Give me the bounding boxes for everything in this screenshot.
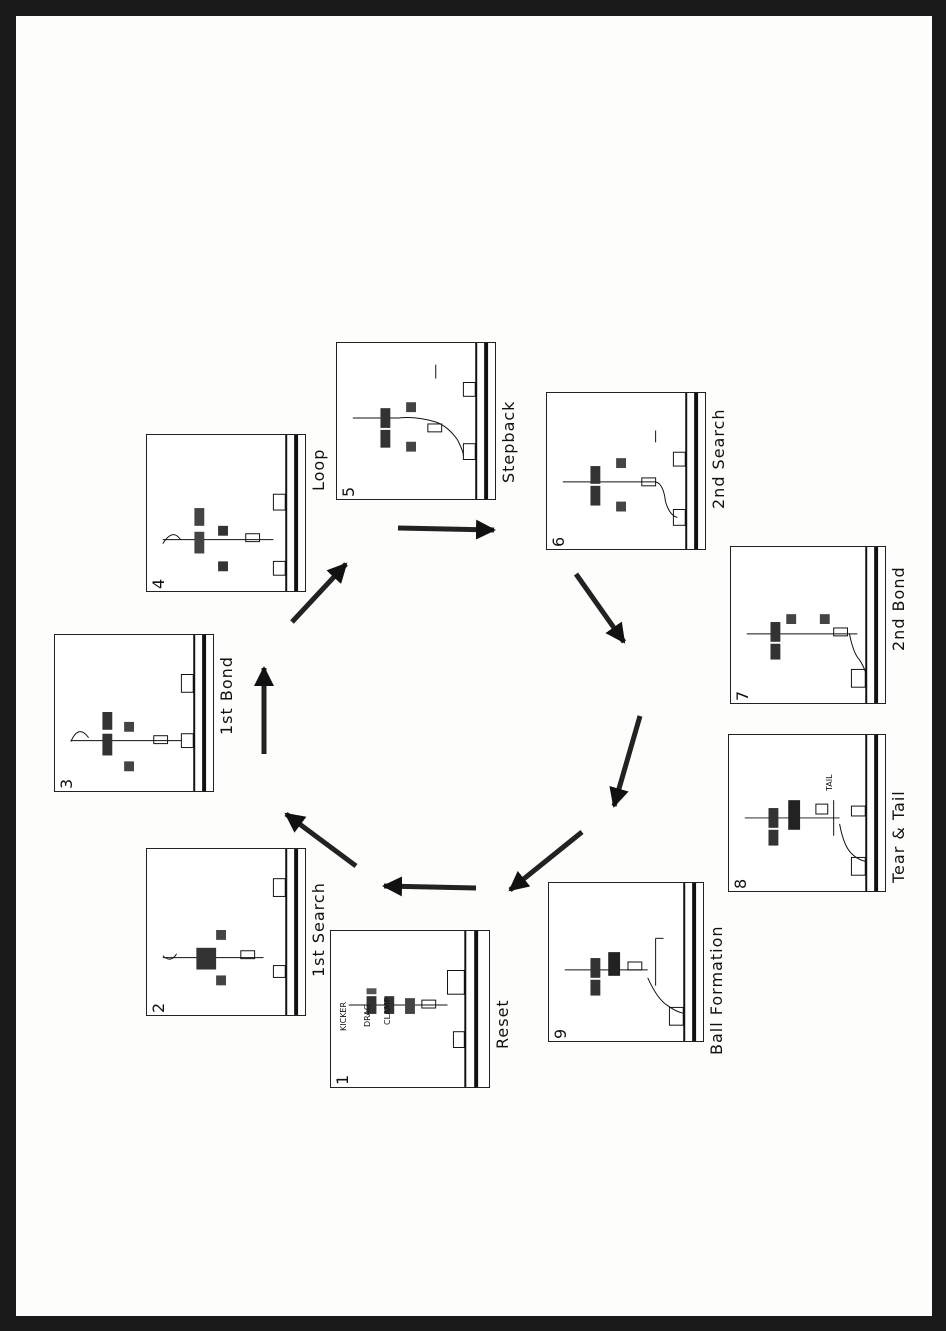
arrows-layer <box>254 519 643 897</box>
panel-2-1st-search: 2 1st Search <box>146 848 328 1016</box>
arrow-1-to-2 <box>382 876 477 897</box>
panel-2-drawing <box>162 849 299 1015</box>
arrow-8-to-9 <box>508 830 584 892</box>
panel-5-stepback: 5 Stepback <box>336 342 518 500</box>
panel-5-drawing <box>352 343 489 499</box>
panel-4-drawing <box>162 435 299 591</box>
panel-9-ball-formation: 9 Ball Formation <box>548 882 726 1055</box>
arrow-7-to-8 <box>609 715 643 808</box>
arrow-6-to-7 <box>573 572 627 644</box>
diagram-page: 1 KICKER DRAG CLAMP Reset 2 1st Search <box>16 16 932 1316</box>
panel-6-2nd-search: 6 2nd Search <box>546 392 728 550</box>
panel-8-drawing <box>744 735 879 891</box>
panel-1-drawing <box>348 931 479 1087</box>
arrow-4-to-5 <box>290 562 348 624</box>
panel-3-drawing <box>70 635 207 791</box>
panel-9-drawing <box>564 883 697 1041</box>
panel-7-drawing <box>746 547 879 703</box>
arrow-5-to-6 <box>397 519 496 540</box>
panel-4-loop: 4 Loop <box>146 434 328 592</box>
panel-7-2nd-bond: 7 2nd Bond <box>730 546 908 704</box>
panel-1-reset: 1 KICKER DRAG CLAMP Reset <box>330 930 512 1088</box>
arrow-2-to-3 <box>284 811 358 869</box>
panel-3-1st-bond: 3 1st Bond <box>54 634 236 792</box>
panel-6-drawing <box>562 393 699 549</box>
panel-8-tear-and-tail: TAIL 8 Tear & Tail <box>728 734 908 892</box>
